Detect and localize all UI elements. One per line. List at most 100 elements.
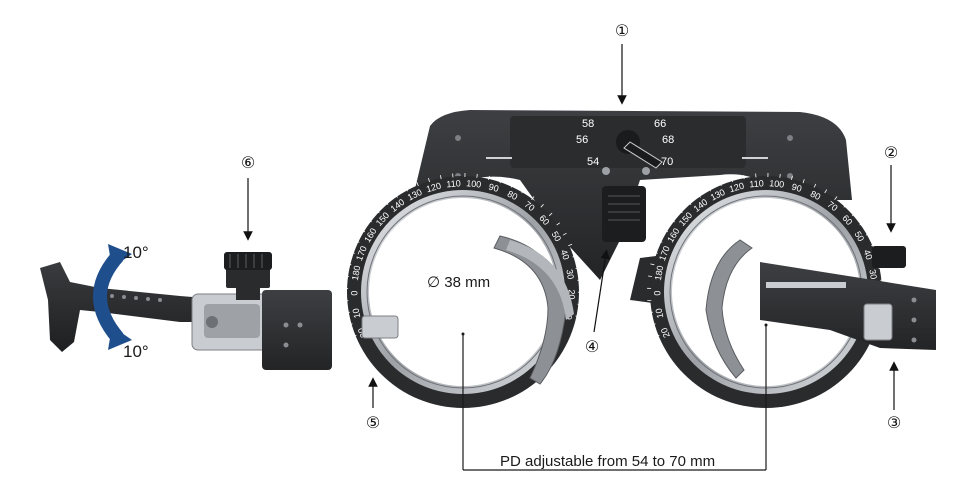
axis-scale-mark: 20 xyxy=(659,326,672,339)
axis-scale-tick xyxy=(540,204,544,208)
axis-scale-mark: 70 xyxy=(523,199,537,213)
callout-1: ① xyxy=(615,21,629,40)
axis-scale-mark: 30 xyxy=(867,269,879,281)
callout-6: ⑥ xyxy=(241,153,255,172)
axis-scale-tick xyxy=(791,175,793,180)
axis-scale-mark: 170 xyxy=(354,245,369,263)
axis-scale-tick xyxy=(476,173,478,178)
axis-scale-tick xyxy=(575,267,580,269)
axis-scale-mark: 110 xyxy=(446,178,461,189)
axis-scale-mark: 20 xyxy=(567,289,577,299)
axis-scale-tick xyxy=(510,183,514,188)
callout-4: ④ xyxy=(585,337,599,356)
axis-scale-mark: 60 xyxy=(537,213,551,227)
callout-2: ② xyxy=(884,143,898,162)
axis-scale-mark: 100 xyxy=(769,178,785,189)
axis-scale-tick xyxy=(648,275,653,277)
temple-length-knob xyxy=(224,252,272,300)
axis-scale-mark: 110 xyxy=(749,178,764,189)
axis-scale-tick xyxy=(743,175,745,180)
axis-scale-tick xyxy=(802,179,805,184)
left-axis-scale: 2010018017016015014013012011010090807060… xyxy=(344,172,582,339)
axis-scale-mark: 80 xyxy=(506,189,519,202)
axis-scale-tick xyxy=(577,303,582,305)
axis-scale-mark: 80 xyxy=(809,189,822,202)
pd-mark-56: 56 xyxy=(576,134,588,146)
axis-scale-tick xyxy=(355,240,360,243)
axis-scale-mark: 120 xyxy=(728,181,745,195)
axis-scale-tick xyxy=(688,201,692,206)
pd-mark-70: 70 xyxy=(661,156,673,168)
axis-scale-mark: 100 xyxy=(466,178,482,189)
axis-scale-tick xyxy=(521,189,525,194)
lens-diameter-label: ∅ 38 mm xyxy=(427,274,490,291)
axis-scale-tick xyxy=(416,182,419,187)
axis-scale-tick xyxy=(347,263,352,266)
axis-scale-tick xyxy=(731,177,733,183)
axis-scale-tick xyxy=(368,219,372,223)
axis-scale-tick xyxy=(405,187,408,192)
axis-scale-tick xyxy=(568,243,573,247)
axis-scale-tick xyxy=(653,251,658,254)
axis-scale-tick xyxy=(655,334,660,337)
pd-mark-54: 54 xyxy=(587,156,599,168)
axis-scale-tick xyxy=(650,263,655,266)
axis-scale-tick xyxy=(348,323,353,326)
axis-scale-tick xyxy=(859,222,864,226)
axis-scale-tick xyxy=(440,175,442,180)
left-temple-arm xyxy=(40,262,332,370)
axis-scale-tick xyxy=(834,196,838,200)
callout-3: ③ xyxy=(887,413,901,432)
axis-scale-tick xyxy=(575,315,580,318)
axis-scale-mark: 120 xyxy=(425,181,442,195)
bridge-frame xyxy=(410,110,852,280)
axis-scale-mark: 0 xyxy=(652,291,662,296)
axis-scale-tick xyxy=(658,240,663,243)
axis-scale-tick xyxy=(671,219,675,223)
axis-scale-tick xyxy=(719,182,722,187)
axis-scale-tick xyxy=(651,323,656,326)
axis-scale-tick xyxy=(851,212,856,217)
pd-mark-58: 58 xyxy=(582,118,594,130)
pd-range-label: PD adjustable from 54 to 70 mm xyxy=(500,453,715,470)
axis-scale-mark: 10 xyxy=(654,307,666,319)
axis-scale-tick xyxy=(428,177,430,183)
axis-scale-tick xyxy=(865,232,870,236)
axis-scale-tick xyxy=(664,229,669,233)
axis-scale-tick xyxy=(361,229,366,233)
pd-mark-66: 66 xyxy=(654,118,666,130)
axis-scale-mark: 50 xyxy=(852,230,866,244)
axis-scale-tick xyxy=(488,175,490,180)
axis-scale-tick xyxy=(352,334,357,337)
axis-scale-mark: 60 xyxy=(840,213,854,227)
axis-scale-tick xyxy=(572,255,577,258)
axis-scale-mark: 180 xyxy=(350,265,362,282)
axis-scale-tick xyxy=(345,275,350,277)
axis-scale-tick xyxy=(697,193,701,198)
axis-scale-tick xyxy=(350,251,355,254)
axis-scale-tick xyxy=(779,173,781,178)
axis-scale-tick xyxy=(871,243,876,247)
axis-scale-tick xyxy=(824,189,828,194)
axis-scale-tick xyxy=(548,212,553,217)
axis-scale-tick xyxy=(843,204,847,208)
callout-5: ⑤ xyxy=(366,413,380,432)
axis-scale-tick xyxy=(345,311,350,314)
tilt-arrow xyxy=(93,244,132,350)
axis-scale-mark: 170 xyxy=(657,245,672,263)
axis-scale-mark: 10 xyxy=(351,307,363,319)
tilt-up-label: 10° xyxy=(123,243,149,262)
axis-scale-mark: 50 xyxy=(549,230,563,244)
axis-scale-tick xyxy=(499,179,502,184)
axis-scale-mark: 90 xyxy=(790,182,802,194)
axis-scale-mark: 30 xyxy=(564,269,576,281)
axis-scale-mark: 70 xyxy=(826,199,840,213)
axis-scale-tick xyxy=(708,187,711,192)
axis-scale-tick xyxy=(385,201,389,206)
tilt-down-label: 10° xyxy=(123,342,149,361)
axis-scale-mark: 0 xyxy=(349,291,359,296)
axis-scale-tick xyxy=(556,222,561,226)
axis-scale-mark: 180 xyxy=(653,265,665,282)
